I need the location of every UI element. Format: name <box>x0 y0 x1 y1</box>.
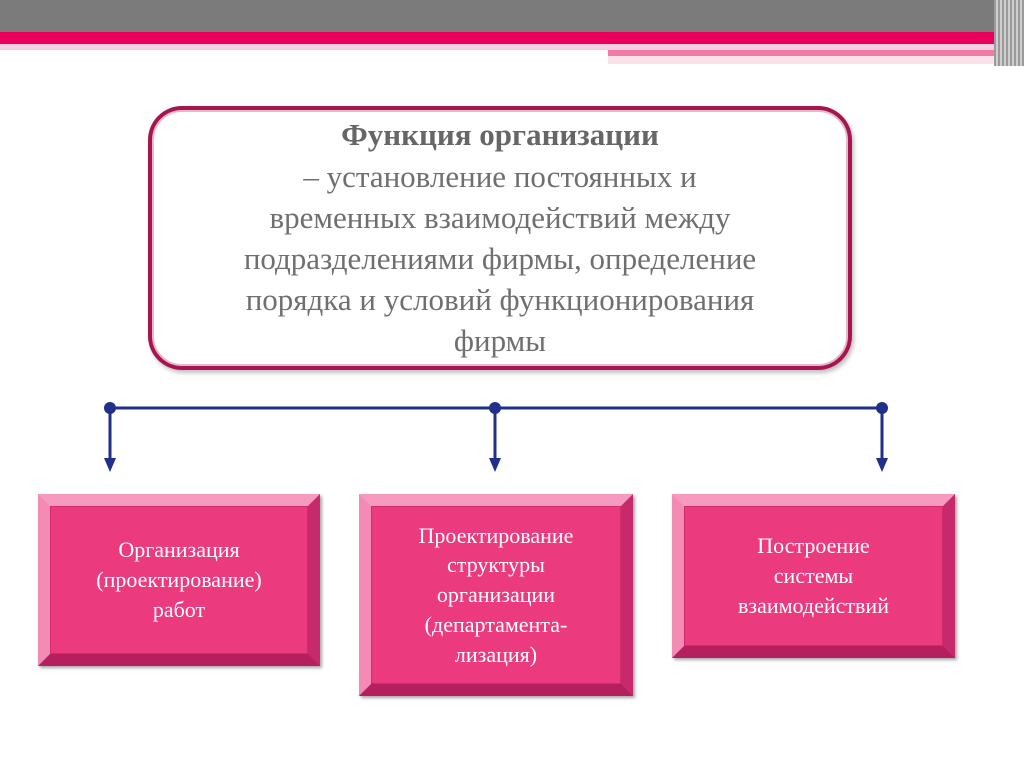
arrowhead-right <box>876 458 888 472</box>
box-interaction-system: Построение системы взаимодействий <box>672 494 955 658</box>
header-pink-band <box>0 32 1024 44</box>
header-light-accent <box>608 56 1024 64</box>
arrowhead-center <box>489 458 501 472</box>
definition-title: Функция организации <box>341 117 659 153</box>
connector-dot-right <box>876 402 888 414</box>
definition-text: – установление постоянных и временных вз… <box>243 158 757 359</box>
connector-dot-center <box>489 402 501 414</box>
box-face: Построение системы взаимодействий <box>684 506 943 646</box>
arrowhead-left <box>104 458 116 472</box>
header-stripes <box>994 0 1024 66</box>
box-label: Построение системы взаимодействий <box>738 533 889 618</box>
box-face: Проектирование структуры организации (де… <box>371 506 621 684</box>
box-face: Организация (проектирование) работ <box>50 506 308 654</box>
box-work-organization: Организация (проектирование) работ <box>38 494 320 666</box>
box-label: Организация (проектирование) работ <box>96 537 262 622</box>
header-light-band <box>0 44 1024 50</box>
box-structure-design: Проектирование структуры организации (де… <box>359 494 633 696</box>
box-label: Проектирование структуры организации (де… <box>418 522 574 667</box>
header-gray-band <box>0 0 1024 32</box>
header-pink-accent <box>608 50 1024 56</box>
connector-dot-left <box>104 402 116 414</box>
definition-content: Функция организации – установление посто… <box>152 110 848 366</box>
definition-box: Функция организации – установление посто… <box>148 106 852 370</box>
